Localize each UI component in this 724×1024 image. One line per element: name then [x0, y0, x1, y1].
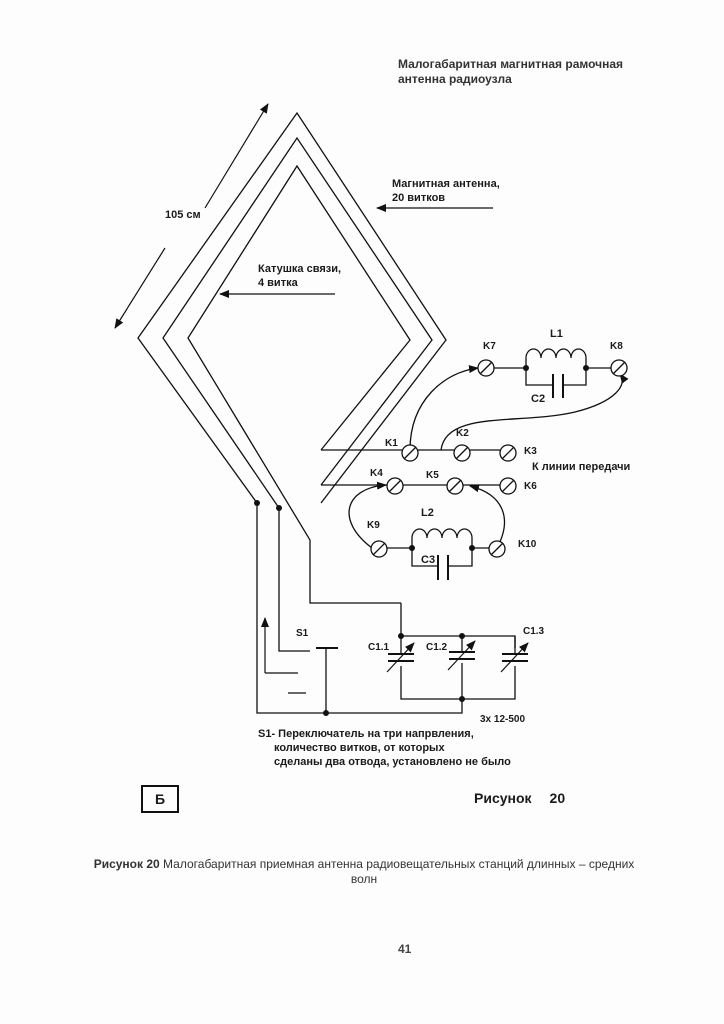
cap-bank-bottom-bus: [400, 666, 516, 700]
wire-c3-right: [448, 548, 473, 567]
k5-label: K5: [426, 470, 439, 481]
k7-label: K7: [483, 341, 496, 352]
figure-number: 20: [549, 790, 566, 806]
antenna-label-line1: Магнитная антенна,: [392, 178, 500, 190]
c1-1-label: C1.1: [368, 642, 390, 653]
c1-2-capacitor: [447, 640, 476, 671]
figure-reference: Рисунок 20: [474, 790, 565, 806]
s1-label: S1: [296, 628, 309, 639]
terminal-k10[interactable]: [488, 540, 506, 558]
figure-caption: Рисунок 20 Малогабаритная приемная антен…: [90, 857, 638, 887]
l1-coil: [525, 348, 587, 368]
antenna-loop-inner: [162, 136, 433, 509]
l1-label: L1: [550, 328, 563, 340]
page-number: 41: [398, 942, 412, 956]
terminal-k3[interactable]: [499, 444, 517, 462]
cap-bank-top-bus: [400, 603, 516, 648]
terminal-k1[interactable]: [401, 444, 419, 462]
k2-label: K2: [456, 428, 469, 439]
junction-l1-left: [523, 365, 529, 371]
k10-label: K10: [518, 539, 537, 550]
wire-c2-left: [525, 368, 553, 386]
junction-l2-right: [469, 545, 475, 551]
terminal-k4[interactable]: [386, 477, 404, 495]
figure-label: Рисунок: [474, 790, 532, 806]
terminal-k7[interactable]: [477, 359, 495, 377]
capacitor-rating: 3х 12-500: [480, 714, 525, 725]
k4-label: K4: [370, 468, 383, 479]
dimension-arrow: [204, 103, 269, 209]
wire-k2-k8: [440, 373, 629, 451]
c1-2-label: C1.2: [426, 642, 448, 653]
c1-3-label: C1.3: [523, 626, 545, 637]
terminal-k2[interactable]: [453, 444, 471, 462]
terminal-k9[interactable]: [370, 540, 388, 558]
junction-s1: [323, 710, 329, 716]
c2-label: C2: [531, 393, 545, 405]
c3-label: C3: [421, 554, 435, 566]
junction-l2-left: [409, 545, 415, 551]
junction-cap-bottom-mid: [459, 696, 465, 702]
s1-note: S1- Переключатель на три напрвления, кол…: [258, 727, 558, 769]
wire-outer-down: [256, 503, 463, 714]
caption-prefix: Рисунок 20: [93, 857, 160, 871]
dimension-label: 105 см: [165, 209, 201, 221]
junction-inner: [276, 505, 282, 511]
wire-c3-left: [411, 548, 438, 567]
k9-label: K9: [367, 520, 380, 531]
junction-cap-top-left: [398, 633, 404, 639]
coupling-label-line1: Катушка связи,: [258, 263, 341, 275]
s1-note-line1: S1- Переключатель на три напрвления,: [258, 728, 474, 740]
l2-label: L2: [421, 507, 434, 519]
terminal-k5[interactable]: [446, 477, 464, 495]
caption-text: Малогабаритная приемная антенна радиовещ…: [163, 857, 635, 886]
header-title-line2: антенна радиоузла: [398, 72, 512, 86]
antenna-label-line2: 20 витков: [392, 192, 445, 204]
line-label: К линии передачи: [532, 461, 630, 473]
c1-1-capacitor: [386, 642, 415, 673]
junction-cap-top-mid: [459, 633, 465, 639]
dimension-arrow-lower: [114, 247, 166, 329]
header-title-line1: Малогабаритная магнитная рамочная: [398, 57, 624, 71]
wire-inner-down: [278, 508, 310, 652]
coupling-label-line2: 4 витка: [258, 277, 299, 289]
s1-note-line2: количество витков, от которых: [274, 742, 445, 754]
wire-k1-k7: [409, 365, 479, 451]
s1-note-line3: сделаны два отвода, установлено не было: [274, 756, 511, 768]
antenna-loop-outer: [137, 111, 447, 504]
figure-box-letter: Б: [154, 791, 166, 807]
wire-c2-right: [563, 368, 587, 386]
k8-label: K8: [610, 341, 623, 352]
figure-box-label: Б: [141, 785, 179, 813]
c1-3-capacitor: [500, 642, 529, 673]
terminal-k8[interactable]: [610, 359, 628, 377]
junction-l1-right: [583, 365, 589, 371]
k6-label: K6: [524, 481, 537, 492]
l2-coil: [411, 528, 473, 548]
terminal-k6[interactable]: [499, 477, 517, 495]
wire-k10-k5: [469, 484, 506, 549]
k3-label: K3: [524, 446, 537, 457]
coupling-loop: [187, 164, 411, 604]
header-title: Малогабаритная магнитная рамочная антенн…: [398, 57, 658, 87]
wire-k9-k4: [348, 481, 387, 549]
k1-label: K1: [385, 438, 398, 449]
junction-outer: [254, 500, 260, 506]
